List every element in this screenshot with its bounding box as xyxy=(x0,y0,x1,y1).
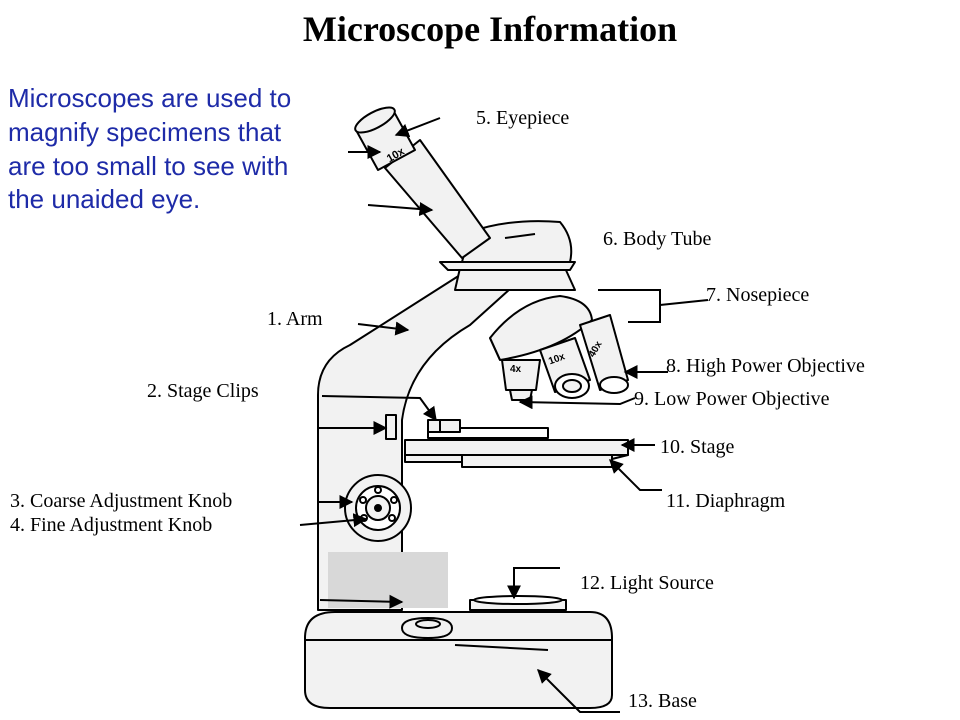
page-title: Microscope Information xyxy=(302,9,678,49)
label-arm: 1. Arm xyxy=(267,308,323,330)
intro-text: Microscopes are used to magnify specimen… xyxy=(8,83,292,215)
label-coarse: 3. Coarse Adjustment Knob xyxy=(10,490,233,512)
label-body-tube: 6. Body Tube xyxy=(603,228,712,250)
arrow-eyepiece xyxy=(394,117,441,137)
nosepiece-bracket xyxy=(598,289,661,323)
label-stage-clips: 2. Stage Clips xyxy=(147,380,259,402)
label-stage: 10. Stage xyxy=(660,436,735,458)
label-low-power: 9. Low Power Objective xyxy=(634,388,830,410)
arrow-light xyxy=(507,567,560,600)
pillar-plate xyxy=(328,552,448,608)
obj4-engraving: 4x xyxy=(510,364,522,375)
arrow-stage-clips xyxy=(321,395,437,422)
arrow-fine xyxy=(299,513,368,528)
clip-post xyxy=(385,414,397,440)
focus-knob xyxy=(344,474,412,542)
stage-part xyxy=(404,419,629,468)
label-base: 13. Base xyxy=(628,690,697,712)
light-source-part xyxy=(469,595,567,611)
arrow-base-side xyxy=(454,644,549,651)
objective-40x xyxy=(579,314,629,394)
nosepiece-leader xyxy=(659,299,709,306)
arrow-pillar-lower xyxy=(319,594,404,609)
label-fine: 4. Fine Adjustment Knob xyxy=(10,514,213,536)
label-high-power: 8. High Power Objective xyxy=(666,355,865,377)
label-nosepiece: 7. Nosepiece xyxy=(706,284,810,306)
arrow-base xyxy=(537,669,620,713)
base-part xyxy=(304,611,613,709)
label-light: 12. Light Source xyxy=(580,572,714,594)
arrow-diaphragm xyxy=(609,459,662,491)
arrow-body-tube xyxy=(367,202,434,216)
arrow-low-power xyxy=(518,395,636,410)
head-part xyxy=(439,220,576,291)
label-diaphragm: 11. Diaphragm xyxy=(666,490,786,512)
objective-10x xyxy=(539,337,591,399)
arrow-arm xyxy=(357,321,410,336)
label-eyepiece: 5. Eyepiece xyxy=(476,107,570,129)
